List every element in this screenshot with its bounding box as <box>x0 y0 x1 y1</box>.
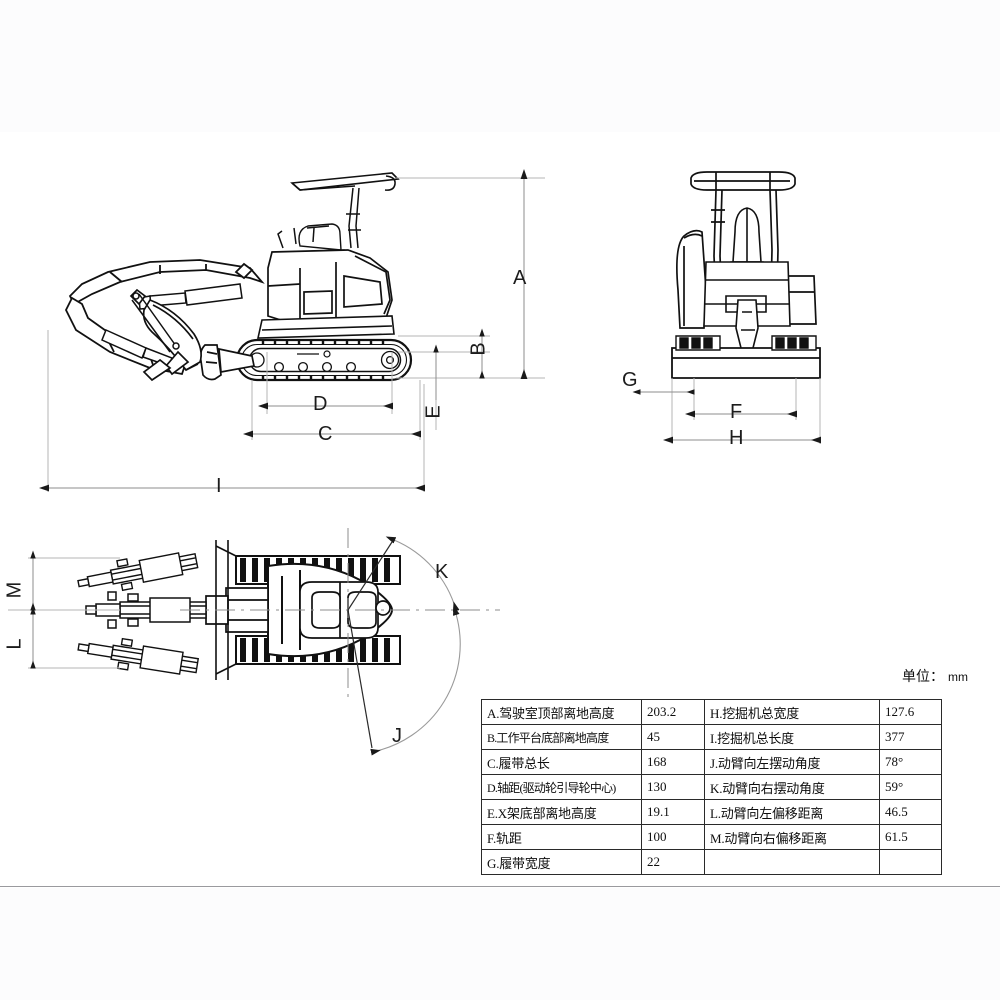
dim-label-B: B <box>467 342 490 356</box>
spec-value-f: 100 <box>641 824 705 850</box>
spec-value-c: 168 <box>641 749 705 775</box>
dim-label-E: E <box>422 405 445 419</box>
side-extension-lines <box>47 177 545 492</box>
side-bucket-linkage <box>131 292 180 353</box>
dim-label-I: I <box>216 475 222 497</box>
dim-label-D: D <box>313 393 328 415</box>
unit-caption: 单位： mm <box>902 666 968 686</box>
spec-label-e: E.X架底部离地高度 <box>481 799 642 825</box>
spec-label-j: J.动臂向左摆动角度 <box>704 749 880 775</box>
top-boom-right <box>77 637 200 675</box>
spec-value-j: 78° <box>879 749 942 775</box>
specification-table: A.驾驶室顶部离地高度 203.2 H.挖掘机总宽度 127.6 B.工作平台底… <box>481 699 942 875</box>
spec-value-empty <box>879 849 942 875</box>
spec-label-i: I.挖掘机总长度 <box>704 724 880 750</box>
front-upper-body <box>703 261 791 327</box>
table-row: G.履带宽度 22 <box>481 849 942 875</box>
table-row: F.轨距 100 M.动臂向右偏移距离 61.5 <box>481 824 942 850</box>
spec-value-h: 127.6 <box>879 699 942 725</box>
dim-label-G: G <box>622 369 638 391</box>
side-arm-cylinder <box>101 328 173 367</box>
top-swing-arcs <box>370 536 461 756</box>
spec-label-b: B.工作平台底部离地高度 <box>481 724 642 750</box>
spec-value-e: 19.1 <box>641 799 705 825</box>
dim-label-L: L <box>3 638 26 650</box>
spec-value-m: 61.5 <box>879 824 942 850</box>
top-view-group <box>8 528 500 756</box>
side-bucket <box>129 288 202 382</box>
spec-value-a: 203.2 <box>641 699 705 725</box>
front-tracks <box>675 335 817 351</box>
top-boom-center <box>85 591 207 629</box>
table-row: B.工作平台底部离地高度 45 I.挖掘机总长度 377 <box>481 724 942 750</box>
spec-label-h: H.挖掘机总宽度 <box>704 699 880 725</box>
side-track <box>235 338 413 382</box>
spec-label-k: K.动臂向右摆动角度 <box>704 774 880 800</box>
top-center-lines <box>180 528 500 700</box>
spec-label-m: M.动臂向右偏移距离 <box>704 824 880 850</box>
side-upper-body <box>267 249 393 327</box>
spec-label-d: D.轴距(驱动轮引导轮中心) <box>481 774 642 800</box>
bottom-tone-band <box>0 888 1000 1000</box>
spec-label-empty <box>704 849 880 875</box>
front-canopy <box>690 171 796 191</box>
spec-label-a: A.驾驶室顶部离地高度 <box>481 699 642 725</box>
side-canopy <box>290 172 400 191</box>
spec-label-g: G.履带宽度 <box>481 849 642 875</box>
side-view-group <box>39 169 545 492</box>
dim-label-K: K <box>435 561 449 583</box>
side-canopy-posts <box>346 187 361 249</box>
arc-J <box>370 605 461 756</box>
side-dozer-blade <box>199 344 256 381</box>
front-undercarriage <box>671 347 821 379</box>
spec-value-i: 377 <box>879 724 942 750</box>
spec-label-l: L.动臂向左偏移距离 <box>704 799 880 825</box>
top-extension-lines <box>8 557 120 669</box>
arc-K <box>385 536 460 612</box>
side-control-levers <box>277 227 315 249</box>
side-boom-cylinder <box>138 283 243 310</box>
dim-label-C: C <box>318 423 333 445</box>
table-row: C.履带总长 168 J.动臂向左摆动角度 78° <box>481 749 942 775</box>
unit-label: 单位： <box>902 670 944 685</box>
side-slew-base <box>256 315 395 339</box>
spec-label-c: C.履带总长 <box>481 749 642 775</box>
front-view-group <box>632 171 821 444</box>
table-row: D.轴距(驱动轮引导轮中心) 130 K.动臂向右摆动角度 59° <box>481 774 942 800</box>
front-left-panel <box>676 229 707 329</box>
spec-value-k: 59° <box>879 774 942 800</box>
spec-value-g: 22 <box>641 849 705 875</box>
dim-label-A: A <box>513 267 527 289</box>
table-row: A.驾驶室顶部离地高度 203.2 H.挖掘机总宽度 127.6 <box>481 699 942 725</box>
top-tone-band <box>0 0 1000 132</box>
spec-value-d: 130 <box>641 774 705 800</box>
spec-label-f: F.轨距 <box>481 824 642 850</box>
dim-label-H: H <box>729 427 744 449</box>
top-boom-left <box>77 552 199 592</box>
spec-table-body: A.驾驶室顶部离地高度 203.2 H.挖掘机总宽度 127.6 B.工作平台底… <box>481 699 942 875</box>
unit-value: mm <box>948 670 968 684</box>
top-arc-leaders <box>347 541 393 749</box>
side-dimension-lines <box>39 169 528 492</box>
spec-value-b: 45 <box>641 724 705 750</box>
bottom-rule <box>0 886 1000 887</box>
dim-label-J: J <box>392 725 402 747</box>
table-row: E.X架底部离地高度 19.1 L.动臂向左偏移距离 46.5 <box>481 799 942 825</box>
front-dimension-lines <box>632 389 821 444</box>
spec-value-l: 46.5 <box>879 799 942 825</box>
dim-label-F: F <box>730 401 743 423</box>
dim-label-M: M <box>3 581 26 599</box>
